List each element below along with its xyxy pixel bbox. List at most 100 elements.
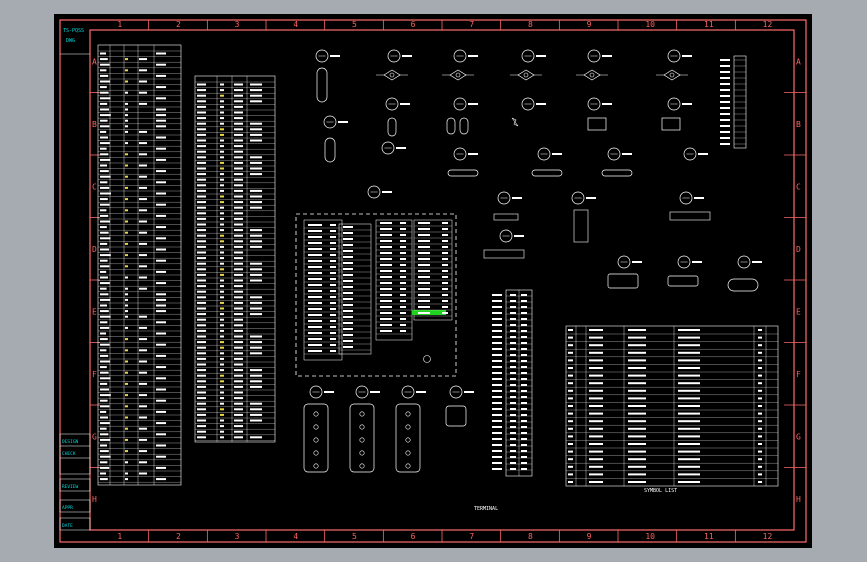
cell-mark (139, 153, 147, 156)
cell-mark (139, 220, 147, 223)
cell-mark (125, 360, 128, 363)
cell-mark (250, 262, 262, 265)
ptable-cell (568, 412, 573, 415)
tcol-label (521, 306, 527, 308)
cell-mark (139, 198, 147, 201)
box-label (380, 246, 392, 248)
box-label (330, 242, 336, 244)
cell-mark (197, 223, 206, 226)
cell-mark (220, 128, 224, 131)
column-marker: 11 (704, 20, 714, 29)
ptable-cell (628, 443, 646, 445)
cell-mark (234, 223, 243, 226)
ptable-cell (758, 344, 762, 347)
cell-mark (139, 130, 147, 133)
cell-mark (100, 321, 108, 324)
cell-mark (250, 402, 262, 405)
tcol-label (510, 336, 516, 338)
tcol-label (492, 414, 502, 416)
connector-ring (367, 185, 381, 199)
tcol-label (510, 414, 516, 416)
row-marker: E (92, 307, 97, 316)
tcol-label (510, 330, 516, 332)
cell-mark (220, 268, 224, 271)
box-label (380, 318, 392, 320)
tcol-label (521, 330, 527, 332)
pin-label (720, 89, 730, 91)
cell-mark (125, 119, 128, 122)
tcol-label (492, 330, 502, 332)
cell-mark (250, 156, 262, 159)
box-label (400, 312, 406, 314)
cell-mark (197, 206, 206, 209)
cell-mark (100, 80, 110, 83)
box-label (442, 288, 448, 290)
tcol-label (492, 384, 502, 386)
row-marker: G (796, 432, 801, 441)
tcol-label (492, 402, 502, 404)
cell-mark (125, 349, 128, 352)
box-label (400, 324, 406, 326)
cell-mark (139, 287, 147, 290)
tcol-label (521, 366, 527, 368)
column-marker: 5 (352, 20, 357, 29)
cell-mark (100, 198, 108, 201)
connector-ring (617, 255, 631, 269)
cell-mark (234, 189, 243, 192)
cell-mark (220, 313, 224, 316)
ptable-cell (678, 443, 700, 445)
box-label (330, 332, 336, 334)
tcol-label (521, 450, 527, 452)
cell-mark (234, 139, 243, 142)
ptable-cell (758, 397, 762, 400)
connector-ring (521, 49, 535, 63)
cell-mark (100, 119, 108, 122)
box-label (380, 240, 392, 242)
box-label (330, 266, 336, 268)
box-label (418, 294, 430, 296)
cell-mark (220, 301, 224, 304)
cell-mark (234, 402, 243, 405)
cell-mark (100, 231, 109, 234)
cell-mark (100, 97, 111, 100)
cell-mark (156, 282, 166, 285)
tcol-label (492, 312, 502, 314)
cell-mark (100, 226, 107, 229)
cell-mark (100, 433, 109, 436)
cell-mark (100, 254, 111, 257)
box-label (400, 234, 406, 236)
tcol-label (510, 348, 516, 350)
cell-mark (220, 430, 224, 433)
cell-mark (234, 313, 243, 316)
pin-label (720, 71, 730, 73)
box-label (343, 286, 353, 288)
tcol-label (521, 312, 527, 314)
connector-ring (315, 49, 329, 63)
box-label (343, 232, 353, 234)
ground-symbol (423, 355, 431, 363)
tcol-label (492, 378, 502, 380)
cell-mark (220, 223, 224, 226)
pin-label (720, 59, 730, 61)
ring-label (396, 147, 406, 149)
box-label (418, 312, 430, 314)
cell-mark (234, 217, 243, 220)
cell-mark (100, 338, 108, 341)
pin-label (720, 131, 730, 133)
cell-mark (197, 201, 206, 204)
cell-mark (220, 290, 224, 293)
cell-mark (220, 436, 224, 439)
cell-mark (139, 461, 147, 464)
cell-mark (100, 360, 110, 363)
box-label (330, 320, 336, 322)
cell-mark (100, 220, 110, 223)
cell-mark (156, 343, 166, 346)
plug-body (395, 403, 421, 473)
cell-mark (100, 405, 110, 408)
cell-mark (125, 438, 128, 441)
cell-mark (250, 201, 262, 204)
tcol-label (521, 372, 527, 374)
cell-mark (234, 262, 243, 265)
